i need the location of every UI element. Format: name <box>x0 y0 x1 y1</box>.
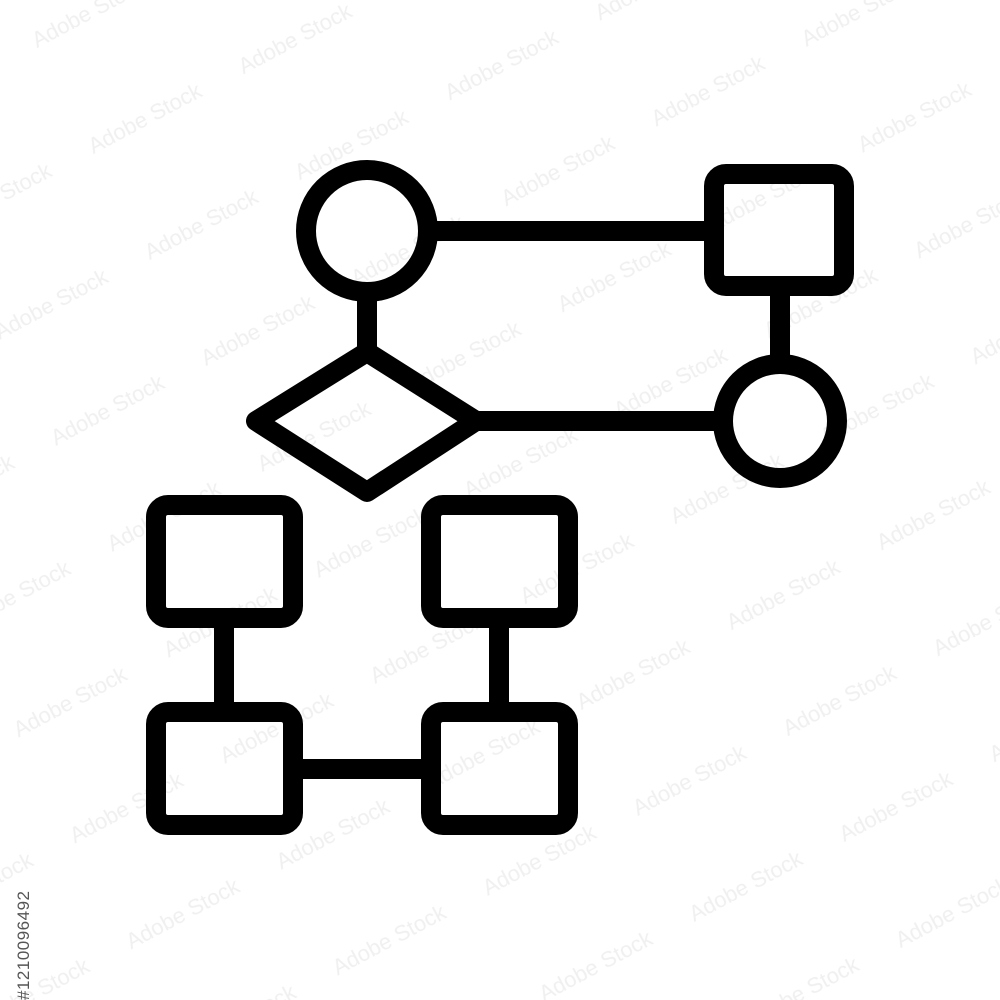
top-middle-square-node <box>421 495 578 628</box>
top-right-square-node <box>704 164 854 296</box>
bottom-middle-square-node <box>421 702 578 835</box>
stock-id-label: #1210096492 <box>14 890 33 1000</box>
end-circle-node <box>713 354 847 488</box>
start-circle-node <box>296 160 438 302</box>
top-left-square-node <box>146 495 303 628</box>
decision-diamond-node <box>246 342 486 502</box>
bottom-left-square-node <box>146 702 303 835</box>
